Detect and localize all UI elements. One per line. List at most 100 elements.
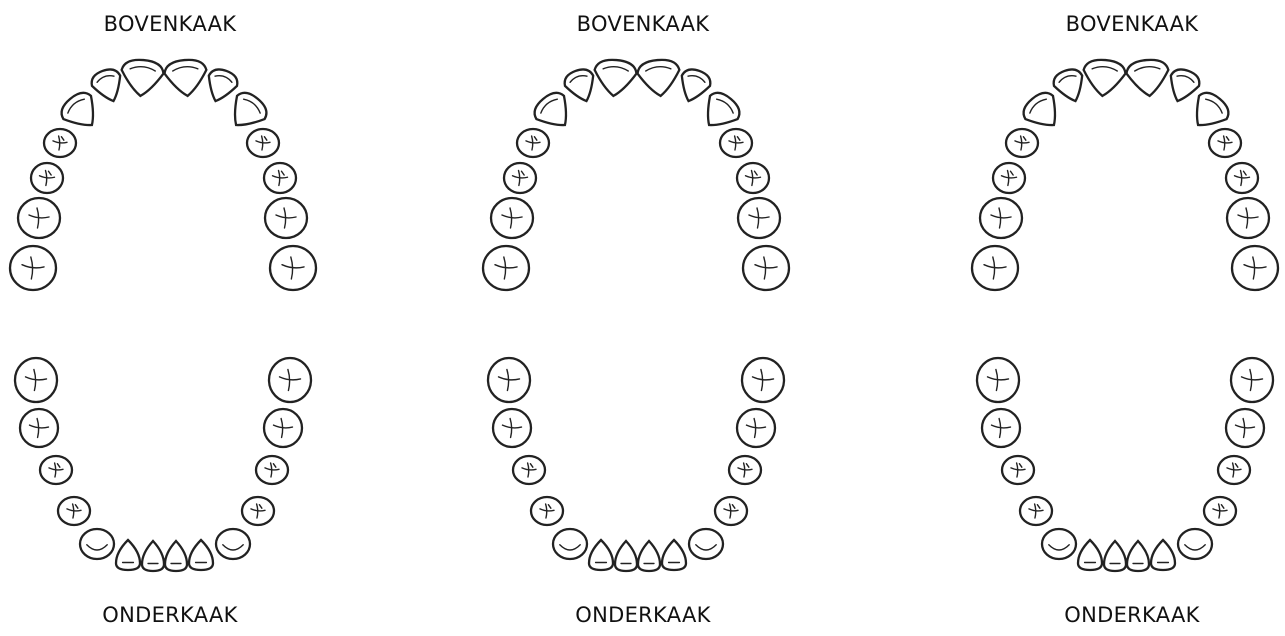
tooth xyxy=(1225,196,1271,240)
tooth xyxy=(29,161,65,195)
tooth xyxy=(18,407,60,449)
tooth xyxy=(706,91,741,127)
tooth xyxy=(56,495,92,527)
tooth xyxy=(268,244,318,292)
tooth xyxy=(267,356,313,404)
dental-chart-3: BOVENKAAK ONDERKAAK xyxy=(962,0,1285,636)
tooth xyxy=(1176,527,1214,561)
tooth xyxy=(1022,91,1057,127)
lower-arch xyxy=(975,356,1275,573)
tooth xyxy=(1018,495,1054,527)
tooth xyxy=(978,196,1024,240)
tooth xyxy=(13,356,59,404)
tooth xyxy=(1229,356,1275,404)
tooth xyxy=(254,454,290,486)
tooth xyxy=(713,495,749,527)
tooth xyxy=(1169,68,1201,103)
tooth xyxy=(1040,527,1078,561)
tooth xyxy=(718,127,754,159)
upper-arch xyxy=(481,58,791,292)
tooth xyxy=(78,527,116,561)
tooth xyxy=(90,68,122,103)
tooth xyxy=(1149,538,1177,572)
dental-chart-2: BOVENKAAK ONDERKAAK xyxy=(473,0,813,636)
tooth xyxy=(636,539,662,573)
tooth xyxy=(551,527,589,561)
tooth xyxy=(1224,407,1266,449)
tooth xyxy=(486,356,532,404)
lower-jaw-label: ONDERKAAK xyxy=(102,603,238,627)
tooth xyxy=(740,356,786,404)
tooth xyxy=(120,58,165,98)
tooth xyxy=(613,539,639,573)
tooth xyxy=(1125,539,1151,573)
tooth xyxy=(680,68,712,103)
tooth xyxy=(660,538,688,572)
dental-chart-1: BOVENKAAK ONDERKAAK xyxy=(0,0,340,636)
upper-arch xyxy=(970,58,1280,292)
tooth xyxy=(1076,538,1104,572)
tooth xyxy=(1125,58,1170,98)
tooth xyxy=(42,127,78,159)
upper-jaw-label: BOVENKAAK xyxy=(576,12,710,36)
upper-jaw-label: BOVENKAAK xyxy=(1065,12,1199,36)
tooth xyxy=(1207,127,1243,159)
tooth xyxy=(1052,68,1084,103)
lower-jaw-label: ONDERKAAK xyxy=(575,603,711,627)
tooth xyxy=(60,91,95,127)
tooth xyxy=(8,244,58,292)
tooth xyxy=(262,407,304,449)
tooth xyxy=(262,161,298,195)
tooth xyxy=(214,527,252,561)
dental-arch-diagram xyxy=(970,58,1280,573)
tooth xyxy=(1195,91,1230,127)
tooth xyxy=(1216,454,1252,486)
tooth xyxy=(741,244,791,292)
tooth xyxy=(970,244,1020,292)
tooth xyxy=(263,196,309,240)
tooth xyxy=(636,58,681,98)
tooth xyxy=(187,538,215,572)
tooth xyxy=(38,454,74,486)
tooth xyxy=(16,196,62,240)
tooth xyxy=(481,244,531,292)
tooth xyxy=(515,127,551,159)
tooth xyxy=(587,538,615,572)
tooth xyxy=(1224,161,1260,195)
tooth xyxy=(240,495,276,527)
tooth xyxy=(140,539,166,573)
upper-jaw-label: BOVENKAAK xyxy=(103,12,237,36)
tooth xyxy=(245,127,281,159)
tooth xyxy=(207,68,239,103)
tooth xyxy=(529,495,565,527)
tooth xyxy=(593,58,638,98)
dental-arch-diagram xyxy=(481,58,791,573)
tooth xyxy=(735,407,777,449)
tooth xyxy=(511,454,547,486)
lower-jaw-label: ONDERKAAK xyxy=(1064,603,1200,627)
tooth xyxy=(502,161,538,195)
tooth xyxy=(687,527,725,561)
tooth xyxy=(1082,58,1127,98)
tooth xyxy=(1000,454,1036,486)
lower-arch xyxy=(486,356,786,573)
tooth xyxy=(727,454,763,486)
tooth xyxy=(163,539,189,573)
tooth xyxy=(563,68,595,103)
dental-arch-diagram xyxy=(8,58,318,573)
tooth xyxy=(975,356,1021,404)
tooth xyxy=(533,91,568,127)
tooth xyxy=(114,538,142,572)
tooth xyxy=(1102,539,1128,573)
tooth xyxy=(980,407,1022,449)
tooth xyxy=(1202,495,1238,527)
tooth xyxy=(1004,127,1040,159)
tooth xyxy=(163,58,208,98)
tooth xyxy=(735,161,771,195)
tooth xyxy=(233,91,268,127)
lower-arch xyxy=(13,356,313,573)
tooth xyxy=(491,407,533,449)
tooth xyxy=(489,196,535,240)
tooth xyxy=(991,161,1027,195)
upper-arch xyxy=(8,58,318,292)
